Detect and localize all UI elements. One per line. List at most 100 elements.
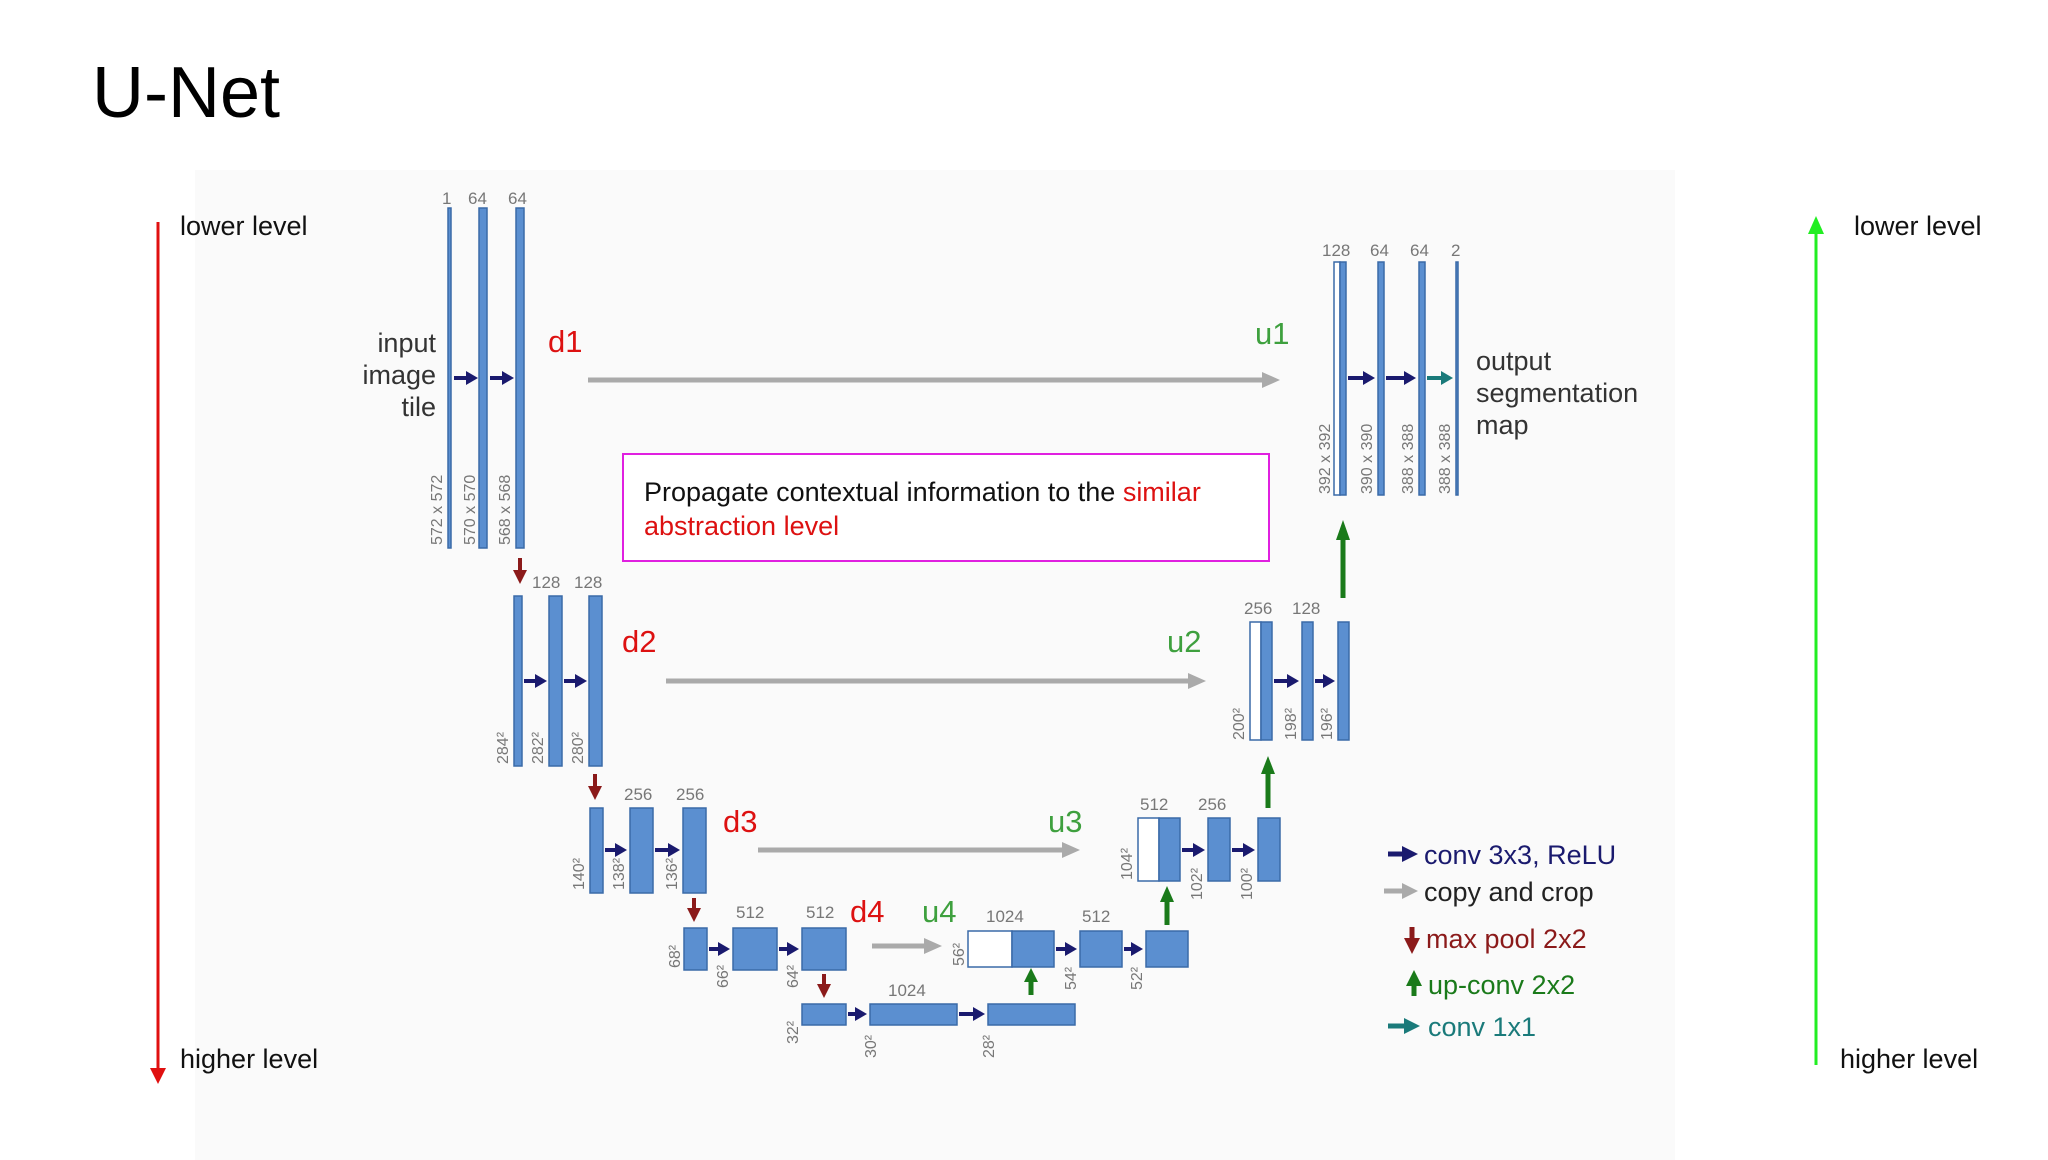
block-u2-1-copy xyxy=(1249,621,1262,741)
svg-text:input: input xyxy=(377,328,436,358)
upconv-arrows xyxy=(1024,520,1350,995)
sz-d4-2: 64² xyxy=(785,964,802,988)
arrow-right-icon xyxy=(1384,883,1418,899)
block-u3-2 xyxy=(1207,817,1231,882)
block-u4-1-copy xyxy=(967,930,1013,968)
block-u3-3 xyxy=(1257,817,1281,882)
legend-conv: conv 3x3, ReLU xyxy=(1388,840,1616,870)
note-text-highlight: similar abstraction level xyxy=(644,477,1201,541)
ch-u1-3: 2 xyxy=(1451,241,1460,260)
sz-u1-2: 388 x 388 xyxy=(1400,424,1417,494)
sz-d2-0: 284² xyxy=(495,731,512,764)
ch-u1-2: 64 xyxy=(1410,241,1429,260)
svg-text:segmentation: segmentation xyxy=(1476,378,1638,408)
ch-u3-1: 256 xyxy=(1198,795,1226,814)
svg-text:output: output xyxy=(1476,346,1552,376)
block-u3-1 xyxy=(1158,817,1181,882)
sz-d2-1: 282² xyxy=(530,731,547,764)
ch-u1-0: 128 xyxy=(1322,241,1350,260)
arrow-right-icon xyxy=(1388,1018,1420,1034)
stage-labels-down: d1 d2 d3 d4 xyxy=(548,324,884,929)
arrow-up-icon xyxy=(1406,970,1422,996)
output-label: output segmentation map xyxy=(1476,346,1638,440)
left-axis-top-label: lower level xyxy=(180,211,308,241)
legend-upconv: up-conv 2x2 xyxy=(1406,970,1575,1000)
stage-d3: d3 xyxy=(723,804,757,839)
note-text: Propagate contextual information to the xyxy=(644,477,1123,507)
ch-d2-1: 128 xyxy=(574,573,602,592)
block-d1-1 xyxy=(447,207,452,549)
block-u3-1-copy xyxy=(1137,817,1160,882)
sz-u2-1: 198² xyxy=(1283,707,1300,740)
block-d4-1 xyxy=(683,927,708,971)
sz-d2-2: 280² xyxy=(570,731,587,764)
left-axis-arrow xyxy=(150,222,166,1084)
sz-u1-1: 390 x 390 xyxy=(1359,424,1376,494)
block-d1-2 xyxy=(478,207,488,549)
block-u1-3 xyxy=(1418,261,1426,496)
sz-bottom-1: 30² xyxy=(863,1034,880,1058)
svg-text:max pool 2x2: max pool 2x2 xyxy=(1426,924,1587,954)
maxpool-arrows xyxy=(513,558,831,998)
diagram-background xyxy=(195,170,1675,1160)
ch-u4-0: 1024 xyxy=(986,907,1024,926)
channel-labels: 1 64 64 128 128 256 256 512 512 1024 102… xyxy=(442,189,1460,1000)
block-d1-3 xyxy=(515,207,525,549)
ch-d1-1: 64 xyxy=(468,189,487,208)
stage-labels-up: u1 u2 u3 u4 xyxy=(922,316,1289,929)
block-bottom-3 xyxy=(987,1003,1076,1026)
svg-text:conv 1x1: conv 1x1 xyxy=(1428,1012,1536,1042)
arrow-down-icon xyxy=(1404,927,1420,954)
copy-crop-arrows xyxy=(588,372,1280,954)
svg-text:up-conv 2x2: up-conv 2x2 xyxy=(1428,970,1575,1000)
ch-d3-1: 256 xyxy=(676,785,704,804)
sz-u3-2: 100² xyxy=(1239,867,1256,900)
block-u1-1-copy xyxy=(1333,261,1341,496)
sz-u3-0: 104² xyxy=(1119,847,1136,880)
sz-u1-3: 388 x 388 xyxy=(1437,424,1454,494)
right-axis-bottom-label: higher level xyxy=(1840,1044,1979,1074)
arrow-right-icon xyxy=(1388,846,1418,862)
block-d3-1 xyxy=(589,807,604,894)
block-d2-1 xyxy=(513,595,523,767)
sz-u4-1: 54² xyxy=(1063,966,1080,990)
stage-u2: u2 xyxy=(1167,624,1201,659)
stage-u1: u1 xyxy=(1255,316,1289,351)
sz-u4-0: 56² xyxy=(951,942,968,966)
input-label: input image tile xyxy=(362,328,436,422)
block-u4-1 xyxy=(1011,930,1055,968)
stage-d4: d4 xyxy=(850,894,884,929)
block-d4-2 xyxy=(732,927,778,971)
legend-conv1x1: conv 1x1 xyxy=(1388,1012,1536,1042)
stage-u4: u4 xyxy=(922,894,956,929)
ch-u1-1: 64 xyxy=(1370,241,1389,260)
ch-d1-2: 64 xyxy=(508,189,527,208)
sz-u2-0: 200² xyxy=(1231,707,1248,740)
stage-d1: d1 xyxy=(548,324,582,359)
sz-u1-0: 392 x 392 xyxy=(1317,424,1334,494)
sz-d1-1: 570 x 570 xyxy=(462,475,479,545)
block-d3-2 xyxy=(629,807,654,894)
sz-d3-1: 138² xyxy=(611,857,628,890)
sz-bottom-2: 28² xyxy=(981,1034,998,1058)
sz-u2-2: 196² xyxy=(1319,707,1336,740)
sz-u4-2: 52² xyxy=(1129,966,1146,990)
block-u4-3 xyxy=(1145,930,1189,968)
ch-u3-0: 512 xyxy=(1140,795,1168,814)
right-axis-arrow xyxy=(1808,216,1824,1065)
block-bottom-1 xyxy=(801,1003,847,1026)
svg-text:conv 3x3, ReLU: conv 3x3, ReLU xyxy=(1424,840,1616,870)
sz-bottom-0: 32² xyxy=(785,1020,802,1044)
svg-text:map: map xyxy=(1476,410,1529,440)
sz-d1-2: 568 x 568 xyxy=(497,475,514,545)
sz-u3-1: 102² xyxy=(1189,867,1206,900)
stage-d2: d2 xyxy=(622,624,656,659)
sz-d4-0: 68² xyxy=(667,944,684,968)
feature-map-blocks xyxy=(447,207,1459,1026)
ch-u2-0: 256 xyxy=(1244,599,1272,618)
left-axis-bottom-label: higher level xyxy=(180,1044,319,1074)
svg-text:tile: tile xyxy=(401,392,436,422)
ch-d2-0: 128 xyxy=(532,573,560,592)
block-u2-1 xyxy=(1260,621,1273,741)
